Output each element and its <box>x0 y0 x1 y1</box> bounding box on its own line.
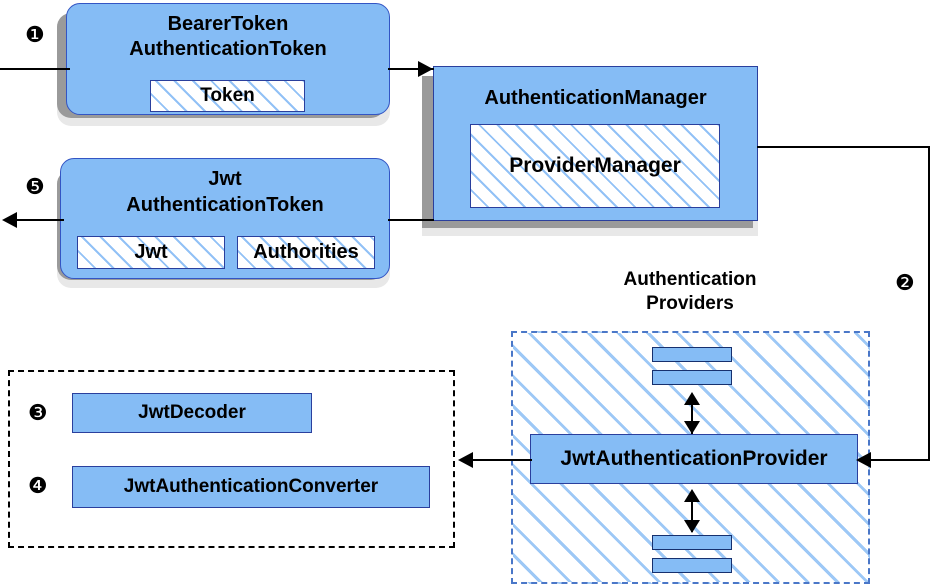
connector-bearer-to-manager <box>388 68 434 70</box>
provider-stub-bar-bottom-2 <box>652 558 732 573</box>
jwt-authentication-token-field-authorities: Authorities <box>237 236 375 269</box>
provider-link-bottom-arrow-down <box>684 520 700 533</box>
step-marker-2: ❷ <box>895 271 915 296</box>
bearer-token-title-line2: AuthenticationToken <box>129 38 327 60</box>
provider-link-top-arrow-down <box>684 421 700 434</box>
provider-stub-bar-bottom-1 <box>652 535 732 550</box>
connector-step2-arrowhead <box>856 452 871 468</box>
jwt-authentication-converter-label: JwtAuthenticationConverter <box>123 476 379 497</box>
step-marker-3: ❸ <box>28 401 48 426</box>
provider-stub-bar-top-1 <box>652 347 732 362</box>
jwt-authentication-token-field-jwt-label: Jwt <box>134 241 168 263</box>
bearer-token-field-token: Token <box>150 80 305 112</box>
provider-manager-label: ProviderManager <box>509 154 681 177</box>
provider-link-bottom <box>691 492 693 532</box>
bearer-token-title-line1: BearerToken <box>167 13 289 35</box>
provider-stub-bar-top-2 <box>652 370 732 385</box>
connector-step5-arrowhead <box>2 212 17 228</box>
jwt-authentication-converter-node[interactable]: JwtAuthenticationConverter <box>72 466 430 508</box>
provider-link-bottom-arrow-up <box>684 489 700 502</box>
connector-bearer-to-manager-arrowhead <box>418 61 433 77</box>
jwt-decoder-node[interactable]: JwtDecoder <box>72 393 312 433</box>
jwt-authentication-token-title: Jwt AuthenticationToken <box>61 159 389 218</box>
jwt-decoder-label: JwtDecoder <box>138 402 246 423</box>
jwt-authentication-provider-label: JwtAuthenticationProvider <box>560 447 828 470</box>
jwt-authentication-provider-node[interactable]: JwtAuthenticationProvider <box>530 434 858 484</box>
provider-link-top <box>691 396 693 434</box>
connector-step2-right <box>928 146 930 459</box>
step-marker-5: ❺ <box>25 175 45 200</box>
provider-link-top-arrow-up <box>684 392 700 405</box>
authentication-manager-title: AuthenticationManager <box>484 87 707 109</box>
authentication-providers-caption-line2: Providers <box>646 293 734 314</box>
connector-step2-bottom <box>866 459 930 461</box>
authentication-manager-inner-provider-manager: ProviderManager <box>470 124 720 208</box>
bearer-token-title: BearerToken AuthenticationToken <box>67 4 389 62</box>
jwt-authentication-token-field-authorities-label: Authorities <box>253 241 359 263</box>
jwt-authentication-token-title-line1: Jwt <box>208 168 242 190</box>
step-marker-4: ❹ <box>28 474 48 499</box>
connector-provider-to-support-arrowhead <box>458 452 473 468</box>
connector-step2-top <box>757 146 930 148</box>
jwt-authentication-token-field-jwt: Jwt <box>77 236 225 269</box>
authentication-providers-caption-line1: Authentication <box>623 269 757 290</box>
connector-step5-out <box>14 219 64 221</box>
authentication-providers-caption: Authentication Providers <box>570 268 810 316</box>
bearer-token-field-token-label: Token <box>200 85 255 106</box>
connector-provider-to-support <box>470 459 532 461</box>
jwt-authentication-token-title-line2: AuthenticationToken <box>126 194 324 216</box>
step-marker-1: ❶ <box>25 23 45 48</box>
connector-step1-in <box>0 68 70 70</box>
connector-manager-to-jwt-token <box>388 219 434 221</box>
